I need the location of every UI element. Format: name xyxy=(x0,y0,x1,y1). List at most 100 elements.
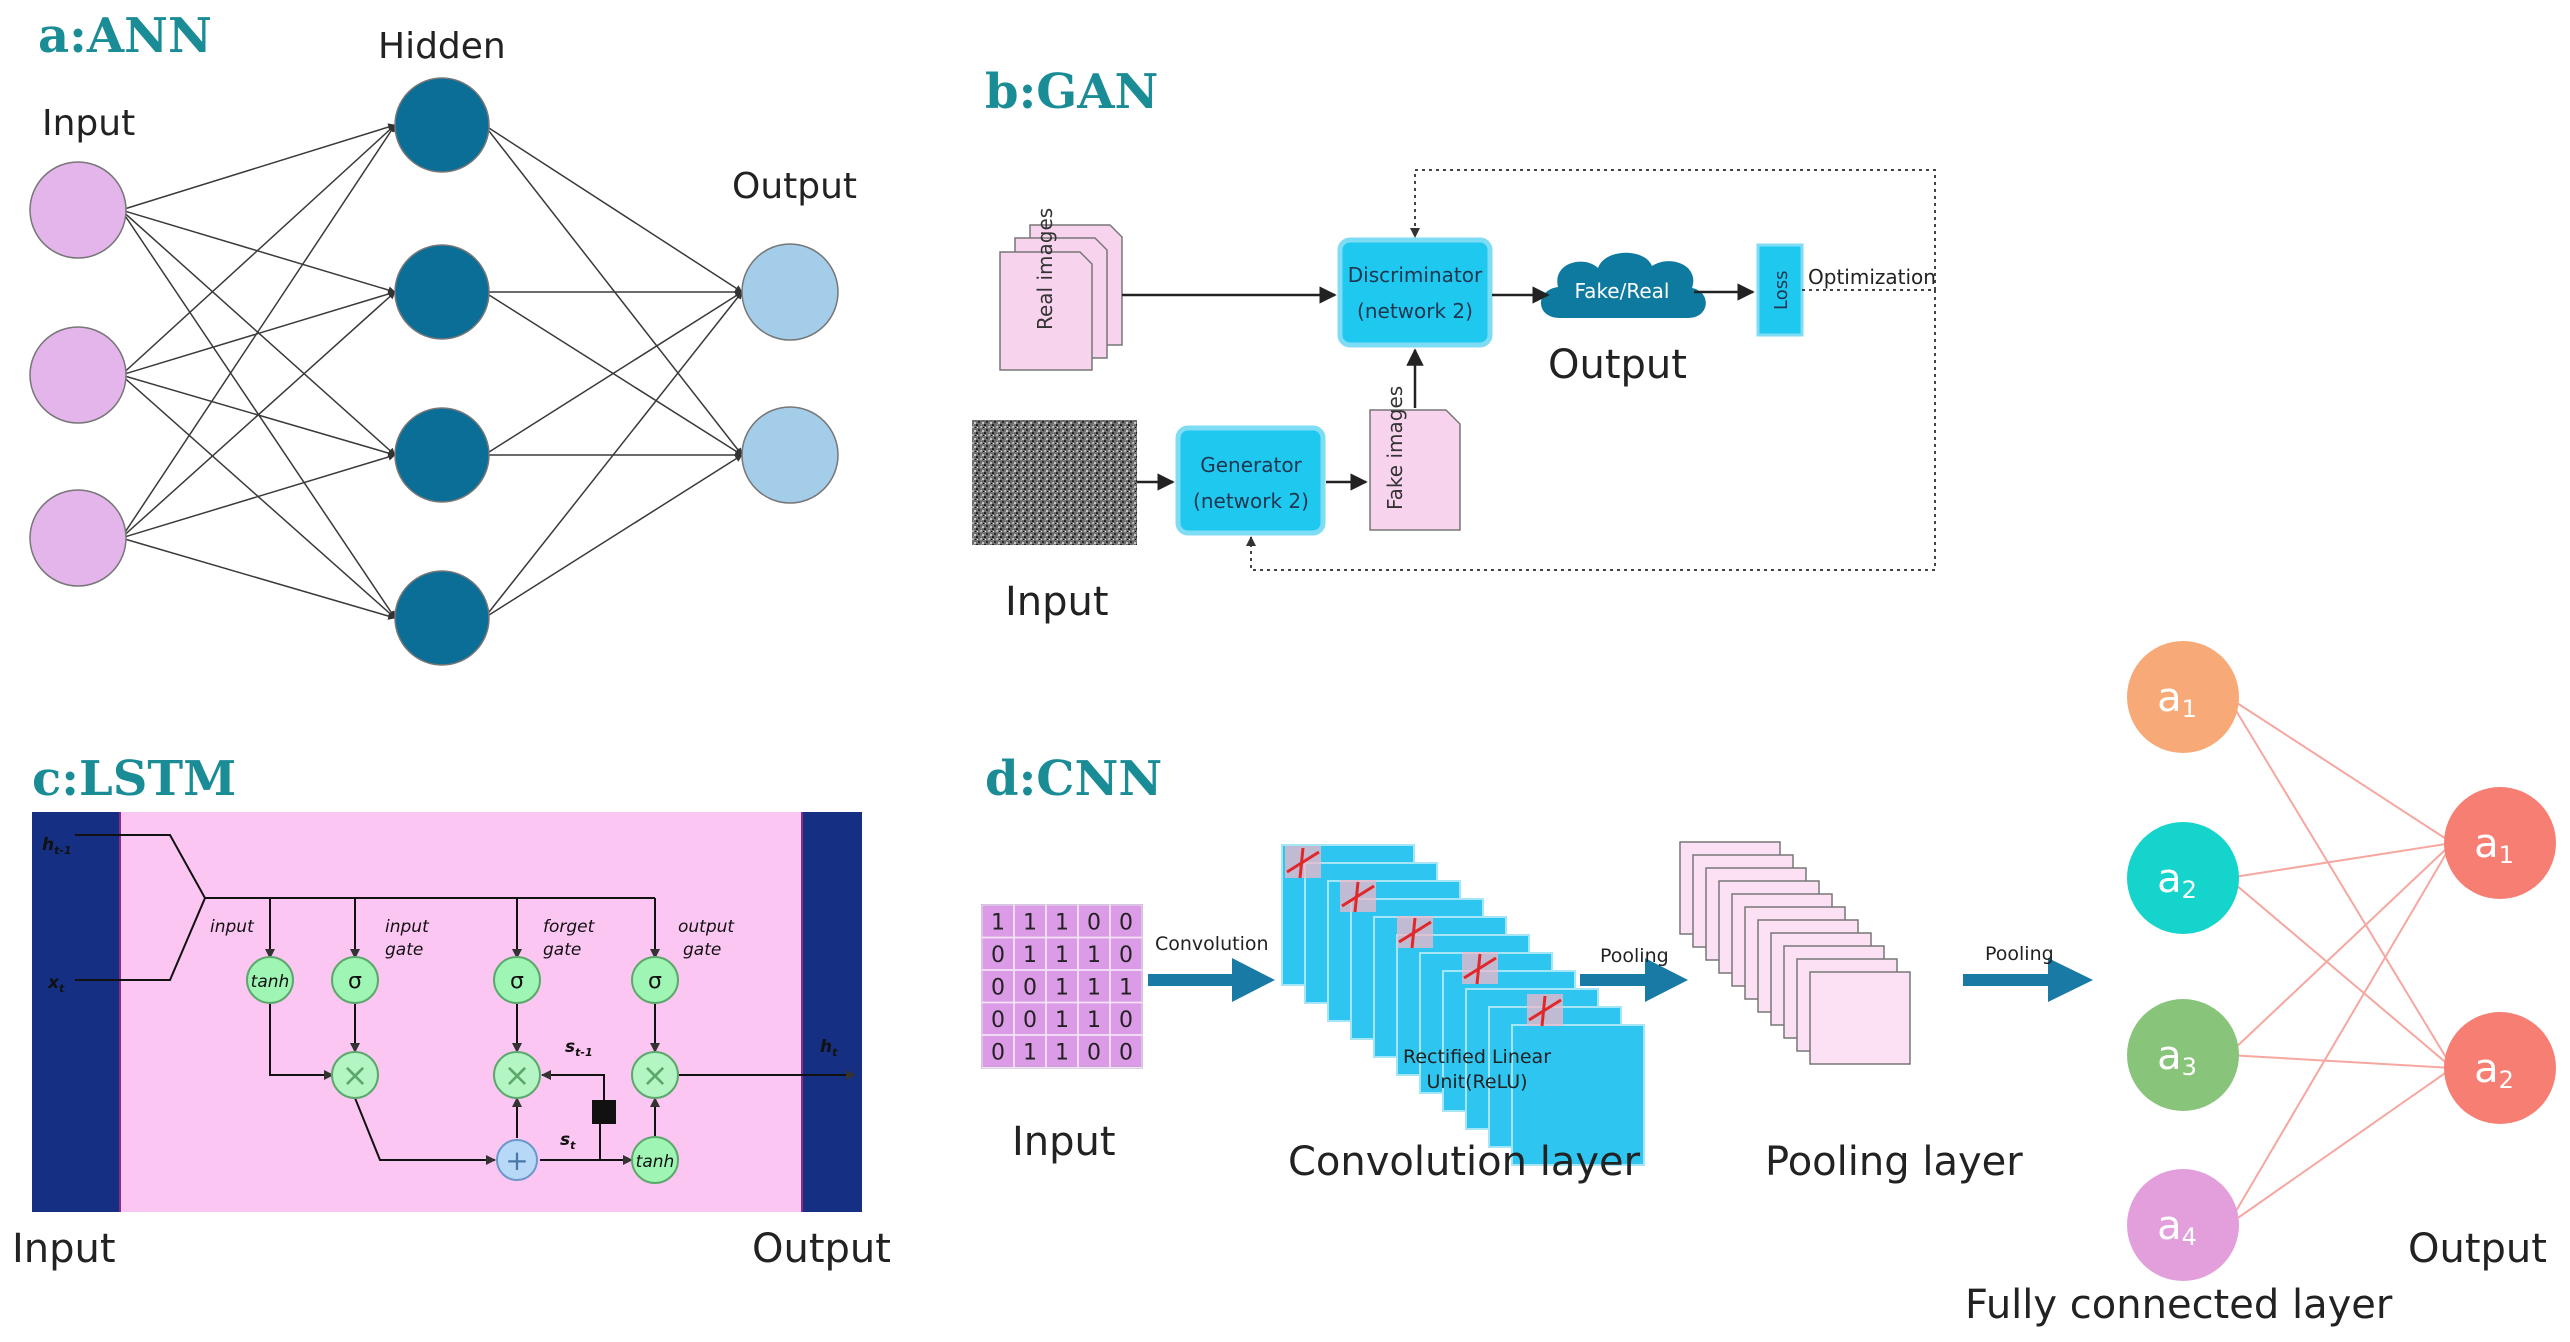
h-prev-label: ht-1 xyxy=(42,835,72,857)
ann-hidden-node xyxy=(394,407,490,503)
ann-input-node xyxy=(29,489,127,587)
ann-edge xyxy=(120,124,396,376)
output-node xyxy=(2444,1012,2556,1124)
matrix-value: 1 xyxy=(1055,1040,1069,1065)
fc-node-label: a3 xyxy=(2157,1033,2197,1081)
matrix-value: 0 xyxy=(991,1040,1005,1065)
ann-input-label: Input xyxy=(42,103,135,144)
ann-edge xyxy=(483,124,743,293)
fc-node xyxy=(2127,1169,2239,1281)
ann-hidden-node xyxy=(394,244,490,340)
feature-map xyxy=(1511,1024,1645,1166)
matrix-value: 0 xyxy=(991,975,1005,1000)
lstm-output-bar xyxy=(802,812,862,1212)
fake-images-stack: Fake images xyxy=(1369,386,1461,531)
ann-nodes xyxy=(29,77,839,666)
fc-node xyxy=(2127,641,2239,753)
output-node xyxy=(2444,787,2556,899)
lstm-cell-background xyxy=(32,812,862,1212)
relu-label-line2: Unit(ReLU) xyxy=(1426,1071,1527,1093)
fc-edge xyxy=(2227,842,2453,879)
ann-edge xyxy=(120,123,396,211)
matrix-value: 1 xyxy=(1023,910,1037,935)
fc-node xyxy=(2127,822,2239,934)
pooling-arrow-1: Pooling xyxy=(1580,945,1688,1002)
generator-label: Generator xyxy=(1200,453,1302,477)
ann-hidden-node xyxy=(394,77,490,173)
ann-edge xyxy=(483,454,743,619)
matrix-value: 1 xyxy=(1119,975,1133,1000)
lstm-input-bar xyxy=(32,812,120,1212)
gate-label-output-1: output xyxy=(678,917,735,937)
fc-edges xyxy=(2226,696,2454,1226)
ann-hidden-node xyxy=(394,570,490,666)
matrix-value: 0 xyxy=(1119,943,1133,968)
ann-edge xyxy=(120,290,396,376)
tanh-node-input: tanh xyxy=(246,956,294,1004)
matrix-value: 1 xyxy=(1087,975,1101,1000)
optimization-label: Optimization xyxy=(1808,265,1936,289)
fc-node xyxy=(2127,999,2239,1111)
matrix-value: 1 xyxy=(991,910,1005,935)
ann-input-node xyxy=(29,161,127,259)
fc-edge xyxy=(2227,877,2454,1069)
generator-network-label: (network 2) xyxy=(1193,489,1309,513)
matrix-value: 1 xyxy=(1023,943,1037,968)
ann-edge xyxy=(483,124,743,456)
fake-real-cloud: Fake/Real xyxy=(1540,252,1706,318)
fc-edge xyxy=(2227,696,2453,844)
ann-edge xyxy=(120,453,396,539)
relu-mark xyxy=(1410,917,1417,949)
convolution-arrow: Convolution xyxy=(1148,933,1275,1002)
ann-edge xyxy=(483,291,743,456)
fc-edge xyxy=(2227,842,2454,1056)
ann-output-label: Output xyxy=(732,166,857,207)
discriminator-box: Discriminator (network 2) xyxy=(1337,237,1493,348)
ann-output-node xyxy=(741,406,839,504)
fc-edge xyxy=(2226,696,2454,1069)
convolution-arrow-label: Convolution xyxy=(1155,933,1269,955)
fake-real-label: Fake/Real xyxy=(1575,279,1670,303)
multiply-node-input: × xyxy=(331,1051,379,1099)
ann-edges xyxy=(120,123,743,620)
fc-edge xyxy=(2226,842,2454,1226)
fc-node-label: a2 xyxy=(2157,856,2197,904)
sigma-node-output-gate: σ xyxy=(631,956,679,1004)
s-t-label: st xyxy=(560,1130,576,1152)
matrix-value: 1 xyxy=(1055,910,1069,935)
matrix-value: 1 xyxy=(1087,1008,1101,1033)
panel-title-gan: b:GAN xyxy=(985,64,1158,120)
panel-title-cnn: d:CNN xyxy=(985,751,1162,807)
gan-output-label: Output xyxy=(1548,342,1687,388)
h-t-label: ht xyxy=(820,1037,838,1059)
convolution-feature-maps xyxy=(1281,844,1645,1166)
lstm-delay-square xyxy=(592,1100,616,1124)
matrix-value: 1 xyxy=(1055,1008,1069,1033)
real-images-stack: Real images xyxy=(999,208,1123,371)
multiply-node-output: × xyxy=(631,1051,679,1099)
pooling-arrow-2-label: Pooling xyxy=(1985,943,2054,965)
matrix-value: 1 xyxy=(1023,1040,1037,1065)
pooling-arrow-1-label: Pooling xyxy=(1600,945,1669,967)
discriminator-label: Discriminator xyxy=(1348,263,1483,287)
plus-node: + xyxy=(496,1139,538,1181)
fc-edge xyxy=(2227,1067,2453,1226)
loss-box: Loss xyxy=(1756,243,1804,337)
ann-edge xyxy=(120,537,396,620)
matrix-value: 0 xyxy=(1119,910,1133,935)
matrix-value: 0 xyxy=(1119,1008,1133,1033)
cnn-input-label: Input xyxy=(1012,1119,1116,1165)
matrix-value: 1 xyxy=(1055,943,1069,968)
ann-input-node xyxy=(29,326,127,424)
ann-output-node xyxy=(741,243,839,341)
matrix-value: 0 xyxy=(1087,1040,1101,1065)
relu-mark xyxy=(1298,847,1305,879)
fc-layer-label: Fully connected layer xyxy=(1965,1282,2393,1328)
fake-images-label: Fake images xyxy=(1383,386,1407,510)
real-images-label: Real images xyxy=(1033,208,1057,330)
ann-edge xyxy=(120,291,396,539)
